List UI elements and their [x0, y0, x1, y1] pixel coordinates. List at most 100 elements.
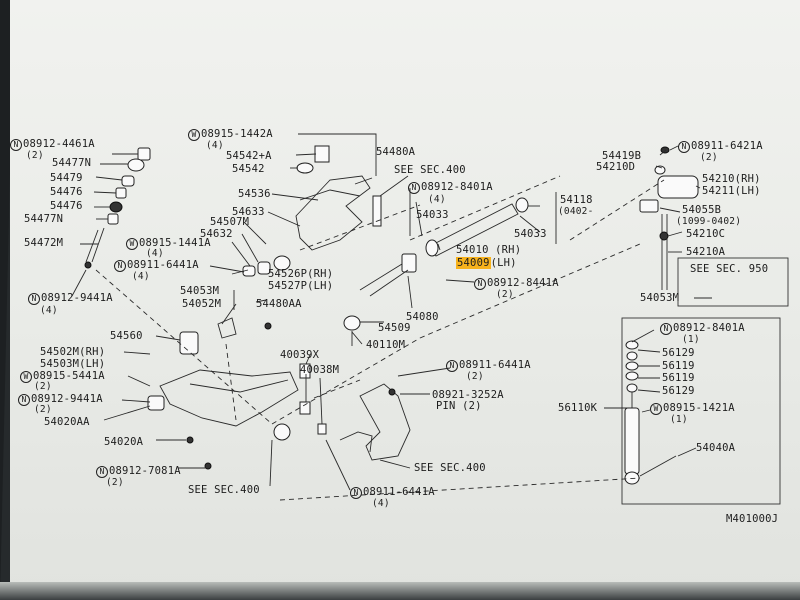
part-54480aa-label: 54480AA	[256, 298, 302, 310]
part-54477n-bottom-label: 54477N	[24, 213, 64, 225]
tension-rod	[359, 197, 529, 297]
spacer-40038m	[317, 423, 327, 435]
qty-label: (4)	[372, 498, 390, 509]
screen-bottom-edge	[0, 582, 800, 600]
part-54477n-top-label: 54477N	[52, 157, 92, 169]
part-54009-label: 54009(LH)	[456, 257, 517, 269]
part-56129-b-label: 56129	[662, 385, 695, 397]
part-54632-label: 54632	[200, 228, 233, 240]
part-56119-a-label: 56119	[662, 360, 695, 372]
part-40110m-label: 40110M	[366, 339, 406, 351]
knuckle-assembly	[339, 315, 411, 461]
part-54502m-label: 54502M(RH)	[40, 346, 106, 358]
leader-lines	[71, 133, 712, 491]
qty-label: (2)	[496, 289, 514, 300]
part-54419b-label: 54419B	[602, 150, 642, 162]
part-54210c-label: 54210C	[686, 228, 726, 240]
part-54560-label: 54560	[110, 330, 143, 342]
qty-label: (4)	[40, 305, 58, 316]
part-54633-label: 54633	[232, 206, 265, 218]
part-54033-b-label: 54033	[514, 228, 547, 240]
part-54055b-label: 54055B	[682, 204, 722, 216]
part-54526p-label: 54526P(RH)	[268, 268, 334, 280]
qty-label: (4)	[146, 248, 164, 259]
drawing-number: M401000J	[726, 513, 779, 525]
see-sec400-bottom-right-label: SEE SEC.400	[414, 462, 486, 474]
qty-label: (1)	[670, 414, 688, 425]
shock-absorber	[624, 340, 640, 485]
part-54211lh-label: 54211(LH)	[702, 185, 761, 197]
sec950-frame	[677, 257, 789, 307]
part-54020a-label: 54020A	[104, 436, 144, 448]
torsion-bar-assembly	[639, 146, 699, 290]
lower-arm-assembly	[147, 317, 299, 487]
part-54040a-label: 54040A	[696, 442, 736, 454]
part-54033-a-label: 54033	[416, 209, 449, 221]
part-40039x-label: 40039X	[280, 349, 320, 361]
part-54053m-right-label: 54053M	[640, 292, 680, 304]
part-56110k-label: 56110K	[558, 402, 598, 414]
part-54080-label: 54080	[406, 311, 439, 323]
part-54479-label: 54479	[50, 172, 83, 184]
part-54503m-label: 54503M(LH)	[40, 358, 106, 370]
part-54210d-label: 54210D	[596, 161, 636, 173]
part-40038m-label: 40038M	[300, 364, 340, 376]
part-54010-label: 54010 (RH)	[456, 244, 522, 256]
part-54210rh-label: 54210(RH)	[702, 173, 761, 185]
qty-label: (1)	[682, 334, 700, 345]
qty-label: (2)	[34, 381, 52, 392]
qty-label: (2)	[700, 152, 718, 163]
qty-label: (2)	[26, 150, 44, 161]
qty-label: (2)	[106, 477, 124, 488]
qty-label: (2)	[34, 404, 52, 415]
part-54509-label: 54509	[378, 322, 411, 334]
parts-diagram-sheet	[10, 0, 800, 590]
part-54536-label: 54536	[238, 188, 271, 200]
qty-label: (4)	[428, 194, 446, 205]
stabilizer-link-parts	[84, 147, 151, 269]
part-54055b-range-label: (1099-0402)	[676, 216, 742, 227]
part-54052m-label: 54052M	[182, 298, 222, 310]
part-54053m-left-label: 54053M	[180, 285, 220, 297]
see-sec400-bottom-left-label: SEE SEC.400	[188, 484, 260, 496]
part-54472m-label: 54472M	[24, 237, 64, 249]
part-54507m-label: 54507M	[210, 216, 250, 228]
bushing-40039x	[299, 363, 311, 379]
part-56129-a-label: 56129	[662, 347, 695, 359]
qty-label: (4)	[206, 140, 224, 151]
see-sec950-label: SEE SEC. 950	[690, 263, 769, 275]
qty-label: (4)	[132, 271, 150, 282]
shock-group-frame	[621, 317, 781, 505]
part-54480a-label: 54480A	[376, 146, 416, 158]
dashed-leader-lines	[95, 175, 665, 501]
part-54118-range-label: (0402-	[558, 206, 594, 217]
part-54118-label: 54118	[560, 194, 593, 206]
part-54527p-label: 54527P(LH)	[268, 280, 334, 292]
part-54210a-label: 54210A	[686, 246, 726, 258]
part-54476-b-label: 54476	[50, 200, 83, 212]
part-54542-label: 54542	[232, 163, 265, 175]
part-54542a-label: 54542+A	[226, 150, 272, 162]
part-56119-b-label: 56119	[662, 372, 695, 384]
part-08921-3252a-label: 08921-3252A	[432, 389, 504, 401]
see-sec400-top-label: SEE SEC.400	[394, 164, 466, 176]
bushing-40038m	[299, 401, 311, 415]
part-08921-pin-label: PIN (2)	[436, 400, 482, 412]
qty-label: (2)	[466, 371, 484, 382]
